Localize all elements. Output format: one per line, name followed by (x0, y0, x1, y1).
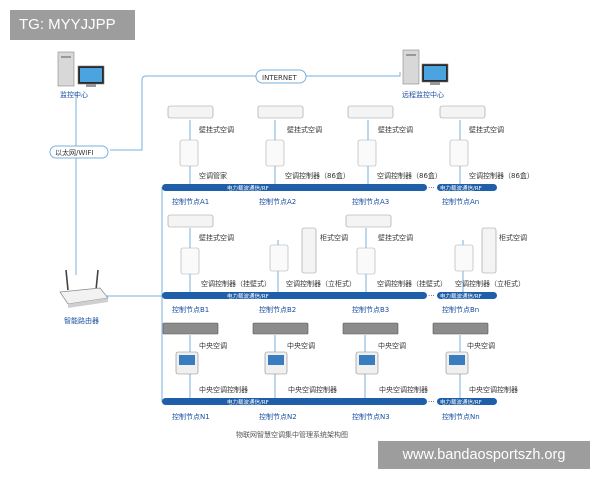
controller-screen-icon (268, 355, 284, 365)
watermark-bottom-right: www.bandaosportszh.org (378, 441, 590, 469)
ac-controller-label: 空调控制器（86盒） (377, 171, 442, 180)
row2-bus (162, 292, 427, 299)
controller-screen-icon (179, 355, 195, 365)
row1-ellipsis: ··· (428, 184, 435, 192)
cabinet-ac-label: 柜式空调 (320, 233, 348, 242)
node-b2-label: 控制节点B2 (259, 305, 296, 314)
wall-ac-label: 壁挂式空调 (199, 125, 234, 134)
ac-controller-86box-icon (357, 139, 377, 167)
ac-controller-wall-label: 空调控制器（挂壁式） (377, 279, 447, 288)
row1-bus-label: 电力载波通信/RF (440, 184, 482, 192)
wall-ac-icon (257, 105, 304, 119)
row1: 壁挂式空调 壁挂式空调 壁挂式空调 壁挂式空调 空调管家 空调控制器（86盒） … (162, 105, 534, 206)
internet-badge (255, 69, 307, 84)
node-nn-label: 控制节点Nn (442, 412, 480, 421)
row1-bus-label: 电力载波通信/RF (227, 184, 269, 192)
diagram-caption: 物联网智慧空调集中管理系统架构图 (236, 430, 348, 439)
wall-ac-icon (345, 214, 392, 228)
ac-controller-86box-icon (449, 139, 469, 167)
central-ac-icon (252, 322, 309, 335)
node-bn-label: 控制节点Bn (442, 305, 479, 314)
row2-ellipsis: ··· (428, 292, 435, 300)
ethernet-label: 以太网/WIFI (55, 148, 93, 157)
controller-screen-icon (359, 355, 375, 365)
router-label: 智能路由器 (64, 316, 99, 325)
wall-ac-label: 壁挂式空调 (378, 233, 413, 242)
node-an-label: 控制节点An (442, 197, 479, 206)
row3-bus-label: 电力载波通信/RF (440, 398, 482, 406)
row2-bus-end (437, 292, 497, 299)
row3-ellipsis: ··· (428, 398, 435, 406)
node-n2-label: 控制节点N2 (259, 412, 297, 421)
row2: 壁挂式空调 壁挂式空调 柜式空调 柜式空调 空调控制器（挂壁式） 空调控制器（立… (162, 214, 527, 314)
central-ac-label: 中央空调 (199, 341, 227, 350)
row3: 中央空调 中央空调 中央空调 中央空调 中央空调控制器 中央空调控制器 中央空调… (162, 322, 518, 421)
wall-ac-label: 壁挂式空调 (378, 125, 413, 134)
node-a2-label: 控制节点A2 (259, 197, 296, 206)
ac-controller-wall-icon (180, 247, 200, 275)
wall-ac-icon (439, 105, 486, 119)
internet-label: INTERNET (262, 74, 298, 82)
row2-bus-label: 电力载波通信/RF (227, 292, 269, 300)
wall-ac-label: 壁挂式空调 (287, 125, 322, 134)
watermark-top-left: TG: MYYJJPP (10, 10, 135, 40)
row3-bus (162, 398, 427, 405)
remote-monitor-label: 远程监控中心 (402, 90, 444, 99)
wall-ac-icon (167, 105, 214, 119)
row1-links (189, 120, 464, 402)
ac-controller-86box-icon (265, 139, 285, 167)
node-b1-label: 控制节点B1 (172, 305, 209, 314)
central-ac-label: 中央空调 (467, 341, 495, 350)
wall-ac-icon (347, 105, 394, 119)
node-n1-label: 控制节点N1 (172, 412, 210, 421)
central-ac-label: 中央空调 (287, 341, 315, 350)
monitor-center-label: 监控中心 (60, 90, 88, 99)
central-ac-controller-label: 中央空调控制器 (288, 385, 337, 394)
ac-controller-label: 空调控制器（86盒） (285, 171, 350, 180)
central-ac-label: 中央空调 (378, 341, 406, 350)
ethernet-badge (49, 145, 109, 159)
controller-screen-icon (449, 355, 465, 365)
ac-controller-cabinet-icon (269, 244, 289, 272)
cabinet-ac-label: 柜式空调 (499, 233, 527, 242)
ac-controller-cabinet-label: 空调控制器（立柜式） (286, 279, 356, 288)
node-a1-label: 控制节点A1 (172, 197, 209, 206)
ac-controller-label: 空调控制器（86盒） (469, 171, 534, 180)
row3-bus-end (437, 398, 497, 405)
ac-controller-cabinet-label: 空调控制器（立柜式） (455, 279, 525, 288)
cabinet-ac-icon (301, 227, 317, 274)
connection-lines (75, 72, 401, 402)
central-ac-icon (432, 322, 489, 335)
node-a3-label: 控制节点A3 (352, 197, 389, 206)
row3-bus-label: 电力载波通信/RF (227, 398, 269, 406)
row1-bus-end (437, 184, 497, 191)
ac-manager-plug-icon (179, 139, 199, 167)
ac-controller-cabinet-icon (454, 244, 474, 272)
wall-ac-label: 壁挂式空调 (469, 125, 504, 134)
central-ac-controller-label: 中央空调控制器 (199, 385, 248, 394)
ac-controller-wall-icon (356, 247, 376, 275)
wall-ac-icon (167, 214, 214, 228)
router-icon (59, 269, 109, 308)
monitor-center-computer-icon (57, 51, 105, 87)
central-ac-icon (342, 322, 399, 335)
node-b3-label: 控制节点B3 (352, 305, 389, 314)
ac-controller-wall-label: 空调控制器（挂壁式） (201, 279, 271, 288)
node-n3-label: 控制节点N3 (352, 412, 390, 421)
cabinet-ac-icon (481, 227, 497, 274)
remote-monitor-computer-icon (402, 49, 449, 85)
row2-bus-label: 电力载波通信/RF (440, 292, 482, 300)
wall-ac-label: 壁挂式空调 (199, 233, 234, 242)
central-ac-controller-label: 中央空调控制器 (379, 385, 428, 394)
row1-bus (162, 184, 427, 191)
central-ac-controller-label: 中央空调控制器 (469, 385, 518, 394)
central-ac-icon (162, 322, 219, 335)
ac-manager-label: 空调管家 (199, 171, 227, 180)
